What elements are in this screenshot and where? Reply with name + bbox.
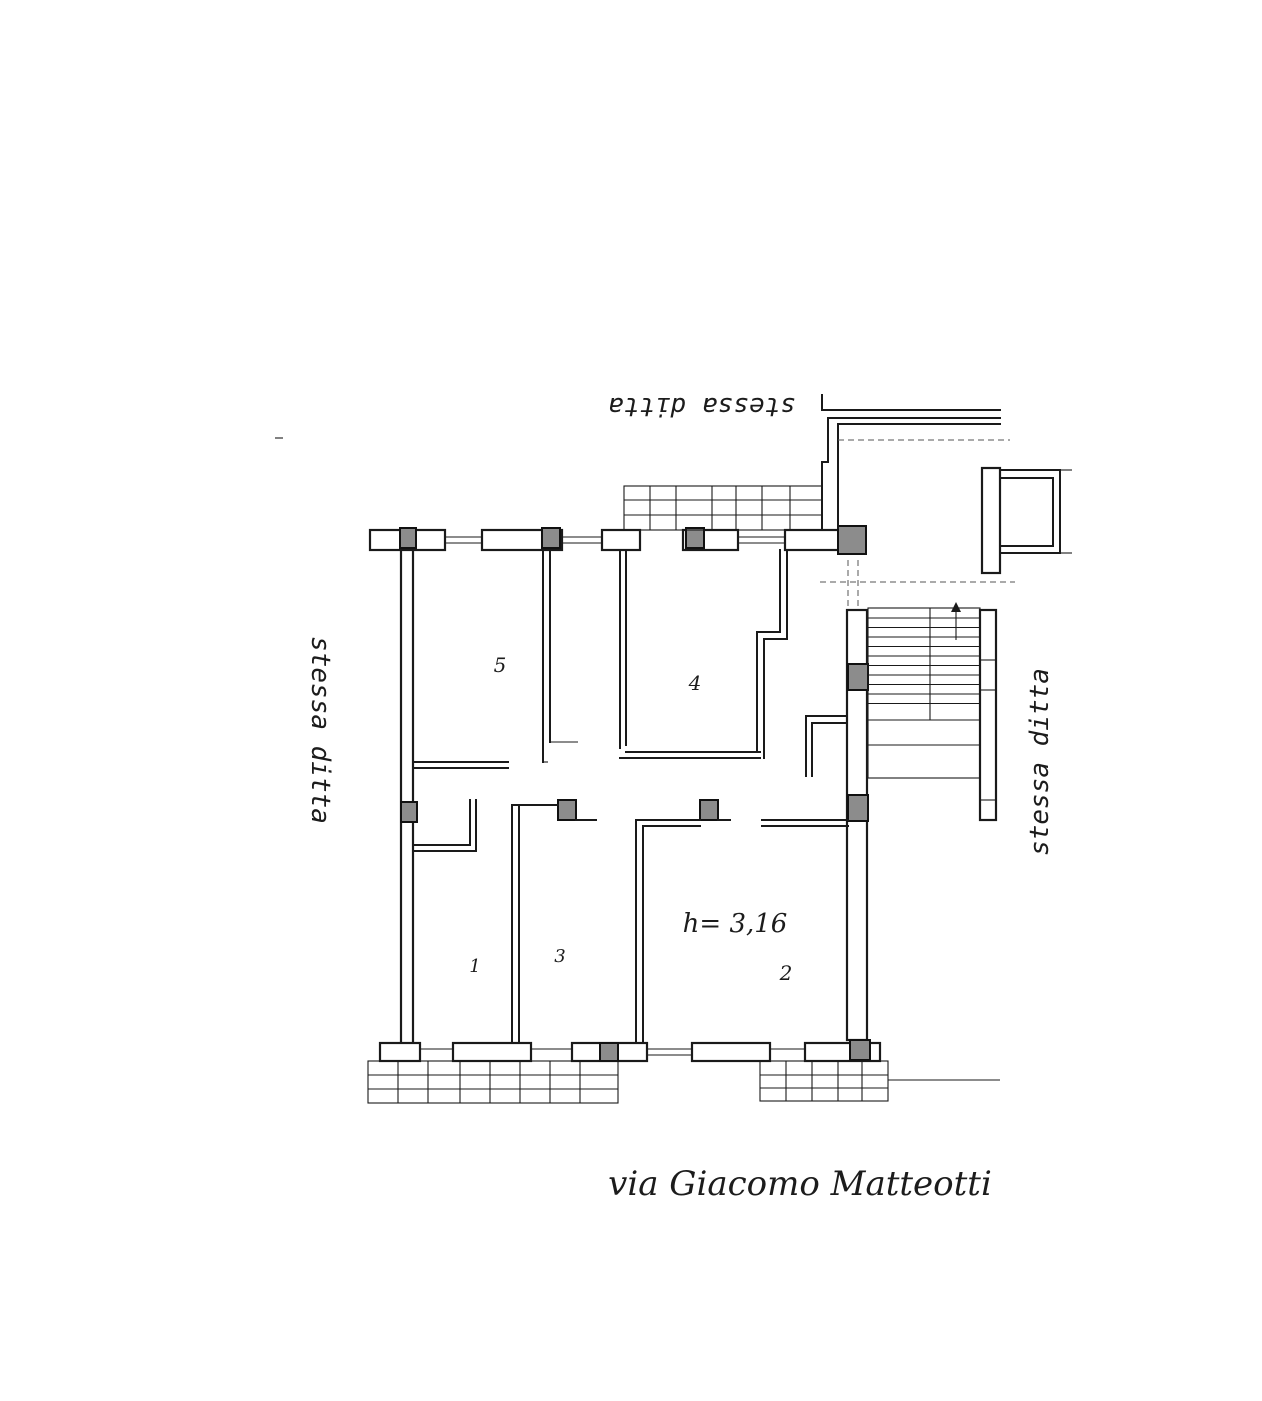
balcony-bottom-right (759, 1060, 1000, 1102)
room-number-1: 1 (469, 956, 480, 977)
street-label: via Giacomo Matteotti (608, 1164, 992, 1204)
balcony-bottom-left (367, 1060, 619, 1104)
staircase (867, 602, 998, 822)
interior-partitions (412, 549, 849, 1044)
room-number-2: 2 (779, 961, 793, 985)
room-number-5: 5 (494, 653, 507, 677)
landing-block (820, 394, 1072, 610)
balcony-top (623, 485, 823, 531)
stair-arrow-icon (951, 602, 961, 612)
room-number-3: 3 (554, 946, 565, 967)
structural-pillars (399, 525, 871, 1062)
east-neighbor-label: stessa ditta (1025, 668, 1055, 856)
north-neighbor-label: stessa ditta (608, 391, 796, 421)
west-neighbor-label: stessa ditta (305, 636, 335, 824)
ceiling-height-label: h= 3,16 (683, 909, 788, 939)
room-number-4: 4 (688, 671, 702, 695)
